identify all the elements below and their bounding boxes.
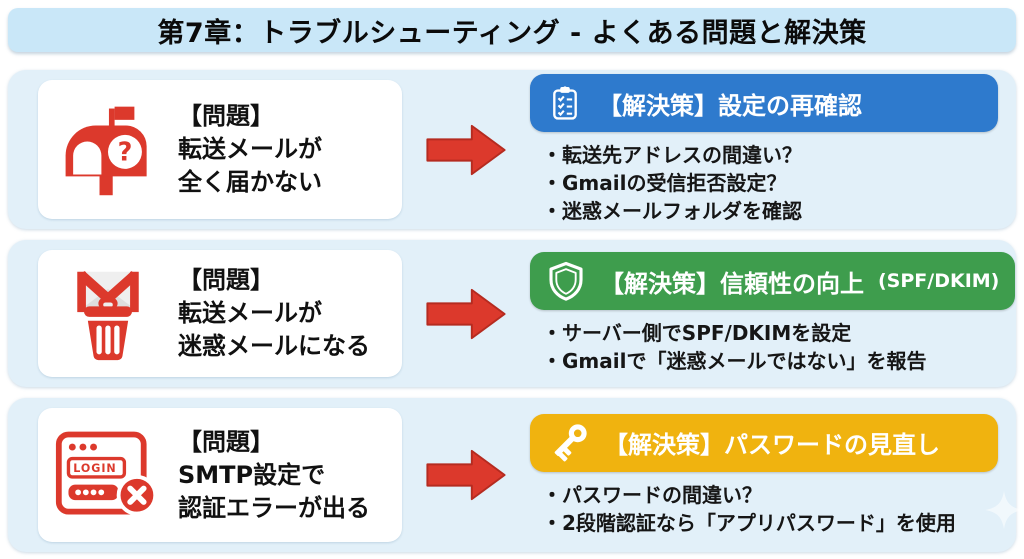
svg-text:LOGIN: LOGIN (73, 462, 116, 475)
problem-text: 【問題】 SMTP設定で 認証エラーが出る (178, 427, 370, 522)
problem-card: ? 【問題】 転送メールが 全く届かない (38, 80, 402, 219)
red-right-arrow-icon (402, 286, 530, 342)
sparkle-icon (984, 490, 1024, 530)
solution-title: 【解決策】信頼性の向上 (600, 269, 864, 298)
shield-icon (546, 261, 586, 301)
solution-bullets: ・サーバー側でSPF/DKIMを設定 ・Gmailで「迷惑メールではない」を報告 (530, 319, 1015, 375)
solution-header: 【解決策】パスワードの見直し (530, 413, 998, 472)
problem-row-smtp-auth-error: LOGIN 【問題】 SMTP設定で 認証エラーが出る (8, 398, 1016, 552)
checklist-clipboard-icon (546, 84, 584, 122)
solution-bullet: ・パスワードの間違い？ (542, 482, 762, 507)
page-title: 第7章：トラブルシューティング - よくある問題と解決策 (8, 8, 1016, 52)
solution-title: 【解決策】設定の再確認 (598, 91, 862, 120)
solution-bullet: ・迷惑メールフォルダを確認 (542, 199, 802, 223)
gmail-trash-icon (50, 264, 166, 364)
solution-block: 【解決策】設定の再確認 ・転送先アドレスの間違い？ ・Gmailの受信拒否設定？… (530, 74, 998, 225)
solution-bullet: ・Gmailの受信拒否設定？ (542, 171, 787, 195)
problem-row-mail-not-arriving: ? 【問題】 転送メールが 全く届かない (8, 70, 1016, 229)
solution-header: 【解決策】信頼性の向上 (SPF/DKIM) (530, 252, 1016, 310)
key-icon (546, 421, 590, 465)
solution-bullets: ・パスワードの間違い？ ・2段階認証なら「アプリパスワード」を使用 (530, 481, 998, 537)
rows-container: ? 【問題】 転送メールが 全く届かない (8, 70, 1016, 552)
solution-block: 【解決策】パスワードの見直し ・パスワードの間違い？ ・2段階認証なら「アプリパ… (530, 413, 998, 537)
solution-bullet: ・2段階認証なら「アプリパスワード」を使用 (542, 510, 956, 535)
mailbox-question-icon: ? (50, 101, 166, 199)
solution-header: 【解決策】設定の再確認 (530, 74, 998, 132)
svg-text:?: ? (118, 136, 133, 166)
solution-title: 【解決策】パスワードの見直し (604, 431, 940, 459)
solution-bullets: ・転送先アドレスの間違い？ ・Gmailの受信拒否設定？ ・迷惑メールフォルダを… (530, 141, 998, 225)
problem-text: 【問題】 転送メールが 迷惑メールになる (178, 266, 370, 360)
solution-bullet: ・サーバー側でSPF/DKIMを設定 (542, 321, 852, 345)
problem-card: 【問題】 転送メールが 迷惑メールになる (38, 250, 402, 377)
solution-title-suffix: (SPF/DKIM) (878, 270, 1000, 292)
login-error-window-icon: LOGIN (50, 426, 166, 524)
problem-text: 【問題】 転送メールが 全く届かない (178, 102, 322, 196)
red-right-arrow-icon (402, 122, 530, 178)
solution-block: 【解決策】信頼性の向上 (SPF/DKIM) ・サーバー側でSPF/DKIMを設… (530, 252, 1016, 375)
problem-card: LOGIN 【問題】 SMTP設定で 認証エラーが出る (38, 408, 402, 542)
problem-row-spam-folder: 【問題】 転送メールが 迷惑メールになる (8, 240, 1016, 387)
red-right-arrow-icon (402, 447, 530, 503)
solution-bullet: ・転送先アドレスの間違い？ (542, 143, 802, 167)
solution-bullet: ・Gmailで「迷惑メールではない」を報告 (542, 349, 927, 373)
